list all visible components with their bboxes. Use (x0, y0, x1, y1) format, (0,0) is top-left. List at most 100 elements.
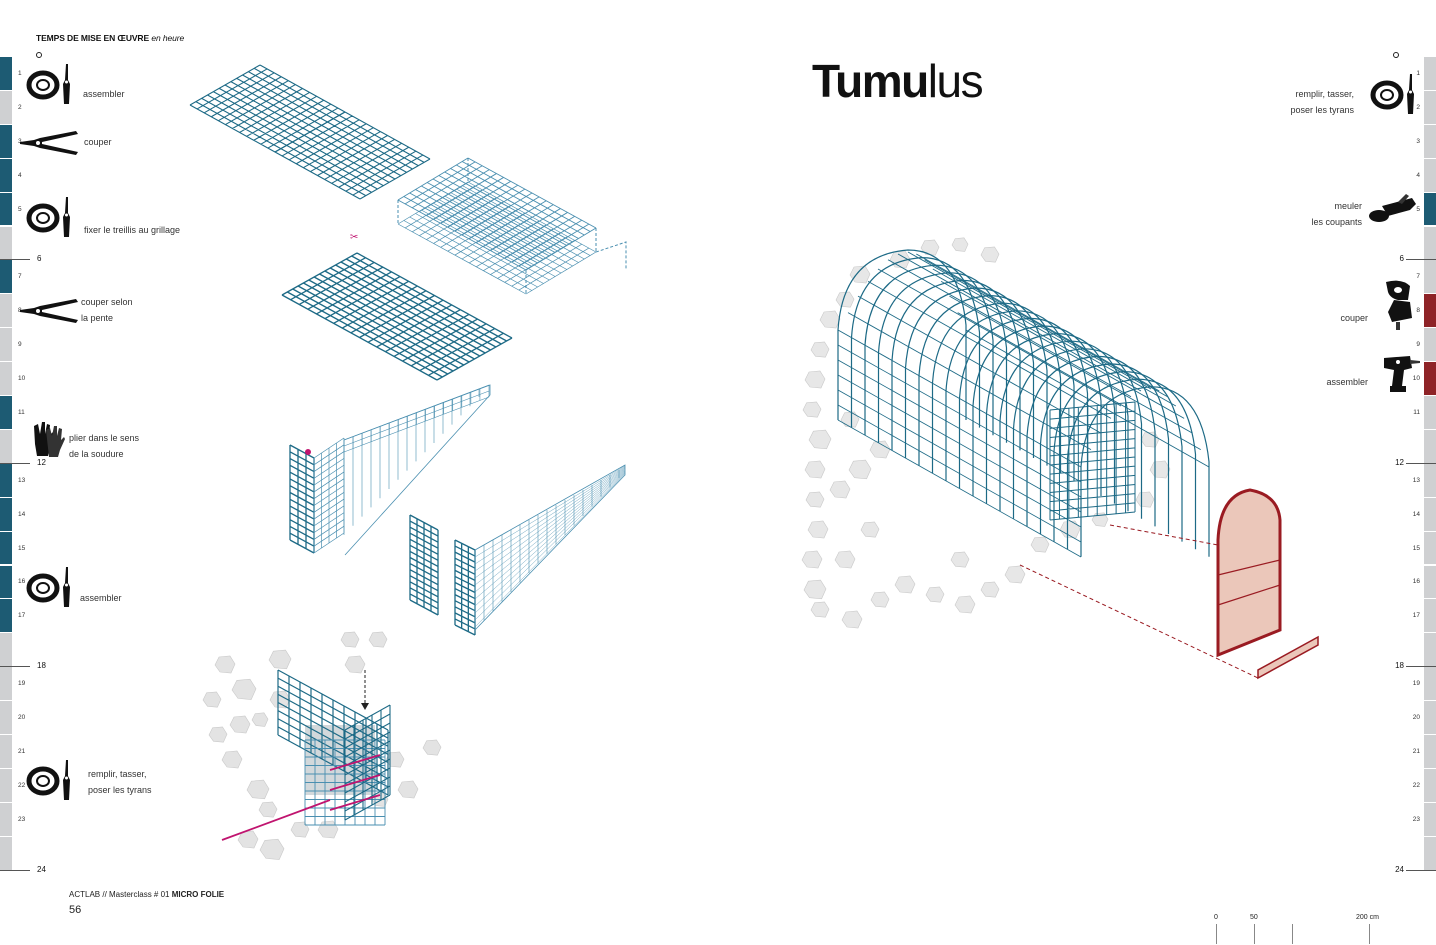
ruler-block (0, 768, 12, 802)
insert-arrow-head (361, 703, 369, 710)
mesh-wall-a (409, 514, 439, 616)
marker-dot (305, 449, 311, 455)
ruler-block (0, 192, 12, 226)
ruler-hour-label: 22 (1412, 781, 1420, 789)
vault-purlin (940, 280, 1185, 419)
ruler-major-tick (0, 666, 30, 668)
ruler-block (0, 836, 12, 870)
step-label-line: les coupants (1311, 217, 1362, 227)
section-header: TEMPS DE MISE EN ŒUVRE en heure (36, 33, 184, 43)
step-label-line: poser les tyrans (88, 785, 152, 795)
wire-coil-pliers-icon (26, 193, 74, 246)
ruler-block (0, 260, 12, 294)
rock (920, 239, 940, 256)
rock (807, 520, 829, 539)
ruler-hour-label: 4 (18, 171, 22, 179)
ruler-block (1424, 226, 1436, 260)
vault-purlin (957, 312, 1201, 451)
tie-rod (221, 754, 381, 841)
ruler-block (1424, 565, 1436, 599)
ruler-hour-label: 12 (1395, 457, 1404, 467)
rock (202, 691, 222, 708)
ruler-major-tick (1406, 462, 1436, 464)
vault-arch (1080, 386, 1210, 557)
mesh-slope-bar (474, 466, 626, 565)
ruler-hour-label: 6 (37, 254, 42, 264)
footer-prefix: ACTLAB // Masterclass # 01 (69, 890, 172, 899)
ruler-block (0, 565, 12, 599)
ruler-hour-label: 4 (1416, 171, 1420, 179)
mesh-slope-bar (474, 472, 626, 621)
rock (829, 480, 851, 499)
mesh-box-bottom (397, 181, 597, 295)
vault-side-rail (837, 374, 1082, 513)
ruler-hour-label: 13 (1412, 476, 1420, 484)
ruler-block (1424, 531, 1436, 565)
wire-coil-pliers-icon (26, 563, 74, 616)
door-brace (1217, 559, 1281, 576)
mesh-wall-front (289, 444, 315, 554)
ruler-major-tick (0, 869, 30, 871)
ruler-hour-label: 5 (18, 205, 22, 213)
ruler-major-tick (0, 259, 30, 261)
title-bold: Tumu (812, 55, 929, 107)
mesh-slope-bar (474, 464, 626, 551)
header-title: TEMPS DE MISE EN ŒUVRE (36, 33, 150, 43)
rock (259, 838, 285, 860)
ruler-block (1424, 633, 1436, 667)
ruler-hour-label: 2 (1416, 103, 1420, 111)
rock (980, 246, 1000, 263)
rock (344, 655, 366, 674)
ruler-block (1424, 802, 1436, 836)
ruler-block (1424, 57, 1436, 90)
rock (368, 631, 388, 648)
rock (290, 821, 310, 838)
vault-side-rail (837, 359, 1082, 498)
rock (980, 581, 1000, 598)
ruler-major-tick (1406, 869, 1436, 871)
ruler-hour-label: 13 (18, 476, 26, 484)
bolt-cutter-icon (18, 128, 80, 163)
page-title: Tumulus (812, 54, 984, 108)
step-label: couper (84, 134, 112, 150)
angle-grinder-icon (1368, 194, 1418, 233)
scissors-icon: ✂ (350, 232, 358, 243)
rock (397, 780, 419, 799)
ruler-block (1424, 599, 1436, 633)
footer-bold: MICRO FOLIE (171, 890, 225, 899)
mesh-slope-bar (474, 472, 626, 614)
ruler-hour-label: 14 (18, 510, 26, 518)
door-sill (1257, 635, 1319, 680)
rock (229, 715, 251, 734)
ruler-block (1424, 836, 1436, 870)
footer-credit: ACTLAB // Masterclass # 01 MICRO FOLIE (69, 890, 224, 899)
time-ruler-left (0, 57, 12, 870)
header-subtitle: en heure (151, 33, 185, 43)
rock (849, 265, 871, 284)
rock (805, 491, 825, 508)
ruler-hour-label: 24 (1395, 864, 1404, 874)
ruler-hour-label: 17 (18, 612, 26, 620)
ruler-block (1424, 192, 1436, 226)
rock (951, 237, 969, 252)
title-light: lus (927, 55, 984, 107)
step-label-line: fixer le treillis au grillage (84, 225, 181, 235)
ruler-hour-label: 9 (1416, 341, 1420, 349)
ruler-hour-label: 21 (18, 747, 26, 755)
ruler-block (0, 328, 12, 362)
vault-purlin (897, 253, 1142, 392)
ruler-hour-label: 20 (18, 714, 26, 722)
ruler-block (0, 362, 12, 395)
ruler-hour-label: 11 (1413, 408, 1420, 416)
step-label-line: plier dans le sens (69, 433, 140, 443)
page-number: 56 (69, 904, 82, 916)
ruler-hour-label: 19 (18, 680, 26, 688)
rock (1091, 512, 1109, 527)
rock (848, 459, 872, 480)
rock (801, 550, 823, 569)
ruler-block (0, 158, 12, 192)
scale-tick-0 (1216, 924, 1217, 944)
ruler-block (1424, 463, 1436, 497)
time-ruler-right (1424, 57, 1436, 870)
